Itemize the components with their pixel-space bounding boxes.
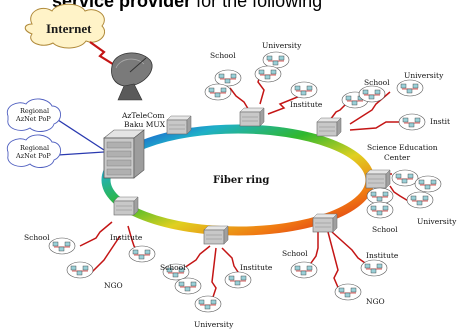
label-institute-top: Institute [290, 100, 323, 109]
regional-pop-2-line1: Regional [20, 144, 49, 152]
ring-switch-top-right [316, 117, 342, 137]
lan-sec-1 [391, 169, 419, 187]
internet-label: Internet [46, 21, 92, 36]
regional-pop-1: Regional AzNet PoP [6, 98, 61, 132]
ring-switch-bottom [203, 225, 229, 245]
lan-school-sec-2 [366, 201, 394, 219]
lan-ngo-bottom-right [334, 283, 362, 301]
ring-switch-right [365, 169, 391, 189]
lan-university-right [396, 79, 424, 97]
lan-school-top [214, 69, 242, 87]
label-university-top: University [262, 41, 302, 50]
lan-instit-right [398, 113, 426, 131]
lan-university-top-2 [254, 65, 282, 83]
label-university-right: University [404, 71, 444, 80]
lan-school-left [48, 237, 76, 255]
internet-link [89, 41, 117, 67]
fiber-ring-label: Fiber ring [213, 175, 269, 186]
ring-switch-top [239, 107, 265, 127]
science-center-line1: Science Education [367, 143, 438, 152]
lan-university-top [262, 51, 290, 69]
lan-school-right-2 [358, 85, 386, 103]
label-ngo-bottom-right: NGO [366, 297, 385, 306]
lan-ngo-left [66, 261, 94, 279]
regional-pop-2: Regional AzNet PoP [6, 134, 61, 168]
lan-institute-top [290, 81, 318, 99]
header-text: service provider for the following [52, 0, 322, 12]
label-instit-right: Instit [430, 117, 450, 126]
label-school-left: School [24, 233, 50, 242]
science-center-line2: Center [384, 153, 410, 162]
header-bold: service provider [52, 0, 192, 11]
label-school-sec: School [372, 225, 398, 234]
lan-school-sec [366, 187, 394, 205]
label-institute-left: Institute [110, 233, 143, 242]
label-university-bottom: University [194, 320, 234, 329]
regional-pop-1-line2: AzNet PoP [15, 115, 51, 123]
lan-university-bottom [194, 295, 222, 313]
ring-switch-bottom-right [312, 213, 338, 233]
lan-university-sec [406, 191, 434, 209]
label-school-right: School [364, 78, 390, 87]
lan-sec-2 [414, 175, 442, 193]
header-rest: for the following [191, 0, 323, 11]
mux-label-line2: Baku MUX [124, 120, 166, 129]
label-school-bottom: School [160, 263, 186, 272]
label-ngo-left: NGO [104, 281, 123, 290]
mux-label-line1: AzTeleCom [121, 111, 164, 120]
lan-institute-bottom [224, 271, 252, 289]
lan-school-bottom-right [290, 261, 318, 279]
ring-switch-bottom-left [113, 196, 139, 216]
regional-pop-2-line2: AzNet PoP [15, 152, 51, 160]
label-institute-bottom: Institute [240, 263, 273, 272]
lan-institute-bottom-right [360, 259, 388, 277]
lan-institute-left [128, 245, 156, 263]
lan-school-bottom-2 [174, 277, 202, 295]
label-school-top: School [210, 51, 236, 60]
lan-school-top-2 [204, 83, 232, 101]
pop-links [57, 119, 105, 156]
label-university-sec: University [417, 217, 457, 226]
label-institute-bottom-right: Institute [366, 251, 399, 260]
ring-switch-top-left [166, 115, 192, 135]
internet-cloud: Internet [24, 3, 106, 49]
baku-mux [103, 129, 145, 179]
satellite-dish-icon [111, 52, 153, 101]
regional-pop-1-line1: Regional [20, 107, 49, 115]
label-school-bottom-right: School [282, 249, 308, 258]
